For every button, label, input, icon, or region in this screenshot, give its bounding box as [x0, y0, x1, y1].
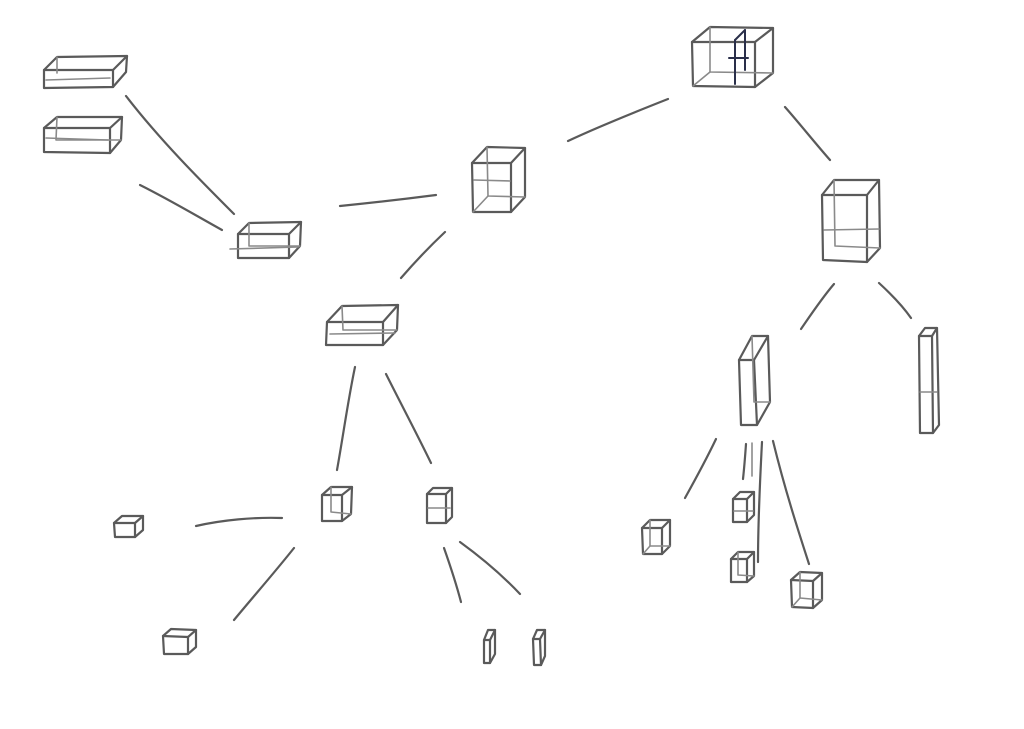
box-a: [42, 54, 129, 90]
edge-e-g: [783, 105, 832, 162]
box-e: [690, 25, 775, 89]
box-h: [737, 334, 772, 427]
box-p: [640, 518, 672, 556]
box-k: [425, 486, 454, 525]
edge-j-m: [232, 546, 296, 622]
box-d: [470, 145, 527, 214]
box-c: [229, 220, 303, 260]
edge-f-j: [335, 365, 357, 472]
box-j: [320, 485, 354, 523]
box-n: [482, 628, 497, 665]
edge-k-o: [458, 540, 522, 596]
box-s: [789, 570, 824, 610]
box-r: [729, 550, 756, 584]
edge-g-h: [799, 282, 836, 331]
edge-j-l: [194, 516, 284, 528]
edge-k-n: [442, 546, 463, 604]
box-l: [112, 514, 145, 539]
box-g: [820, 178, 882, 264]
box-b: [42, 115, 124, 155]
edges: [124, 94, 913, 622]
box-q: [731, 490, 756, 524]
edge-d-e: [566, 97, 670, 143]
edge-h-p: [683, 437, 718, 500]
box-o: [531, 628, 547, 667]
box-e-ink-accent: [728, 29, 749, 85]
edge-c-d: [338, 193, 438, 208]
edge-g-i: [877, 281, 913, 320]
edge-a-c: [124, 94, 236, 216]
box-f: [324, 303, 400, 347]
box-i: [917, 326, 941, 435]
edge-b-c: [138, 183, 224, 232]
edge-h-r: [756, 440, 764, 564]
edge-h-s: [771, 439, 811, 566]
edge-f-k: [384, 372, 433, 465]
box-m: [161, 627, 198, 656]
edge-d-f: [399, 230, 447, 280]
edge-h-q: [741, 442, 748, 481]
